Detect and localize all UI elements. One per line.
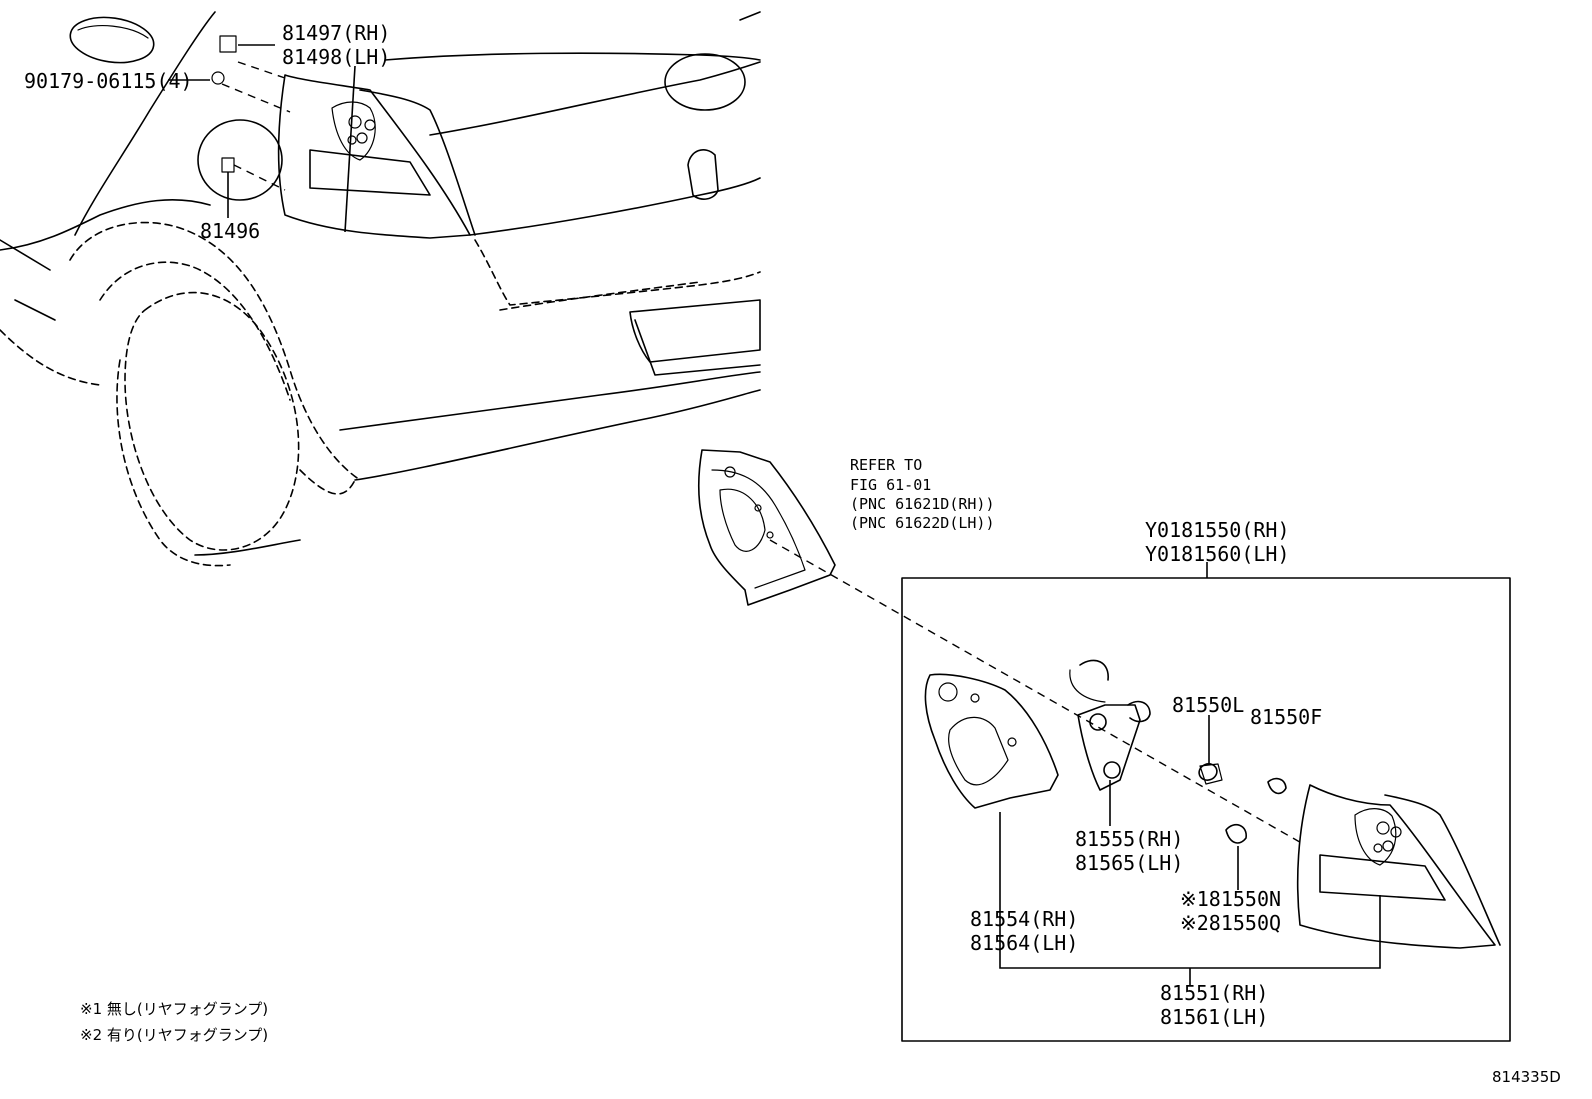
label-90179: 90179-06115(4) [24,69,193,93]
label-81550l: 81550L [1172,693,1244,717]
label-81554: 81554(RH) [970,907,1078,931]
label-81550n: ※181550N [1180,887,1281,911]
refer-line-4: (PNC 61622D(LH)) [850,514,995,532]
label-81496: 81496 [200,219,260,243]
label-y0181550: Y0181550(RH) [1145,518,1290,542]
label-81550f: 81550F [1250,705,1322,729]
car-body-drawing [0,11,761,567]
assembly-box [901,577,1511,1042]
leader-lines [168,44,1381,985]
label-81550q: ※281550Q [1180,911,1281,935]
label-81497: 81497(RH) [282,21,390,45]
gasket-drawing [924,673,1059,809]
label-81498: 81498(LH) [282,45,390,69]
lamp-assembly-drawing [1296,784,1501,949]
refer-line-2: FIG 61-01 [850,476,931,494]
socket-wire-drawing [1069,659,1151,791]
body-panel-drawing [697,449,836,606]
label-81555: 81555(RH) [1075,827,1183,851]
footnote-2: ※2 有り(リヤフォグランプ) [80,1026,268,1044]
footnote-1: ※1 無し(リヤフォグランプ) [80,1000,268,1018]
label-81564: 81564(LH) [970,931,1078,955]
label-81561: 81561(LH) [1160,1005,1268,1029]
bulbs-drawing [1198,763,1287,844]
label-81565: 81565(LH) [1075,851,1183,875]
label-81551: 81551(RH) [1160,981,1268,1005]
figure-id: 814335D [1492,1068,1561,1086]
refer-line-1: REFER TO [850,456,922,474]
refer-line-3: (PNC 61621D(RH)) [850,495,995,513]
label-y0181560: Y0181560(LH) [1145,542,1290,566]
